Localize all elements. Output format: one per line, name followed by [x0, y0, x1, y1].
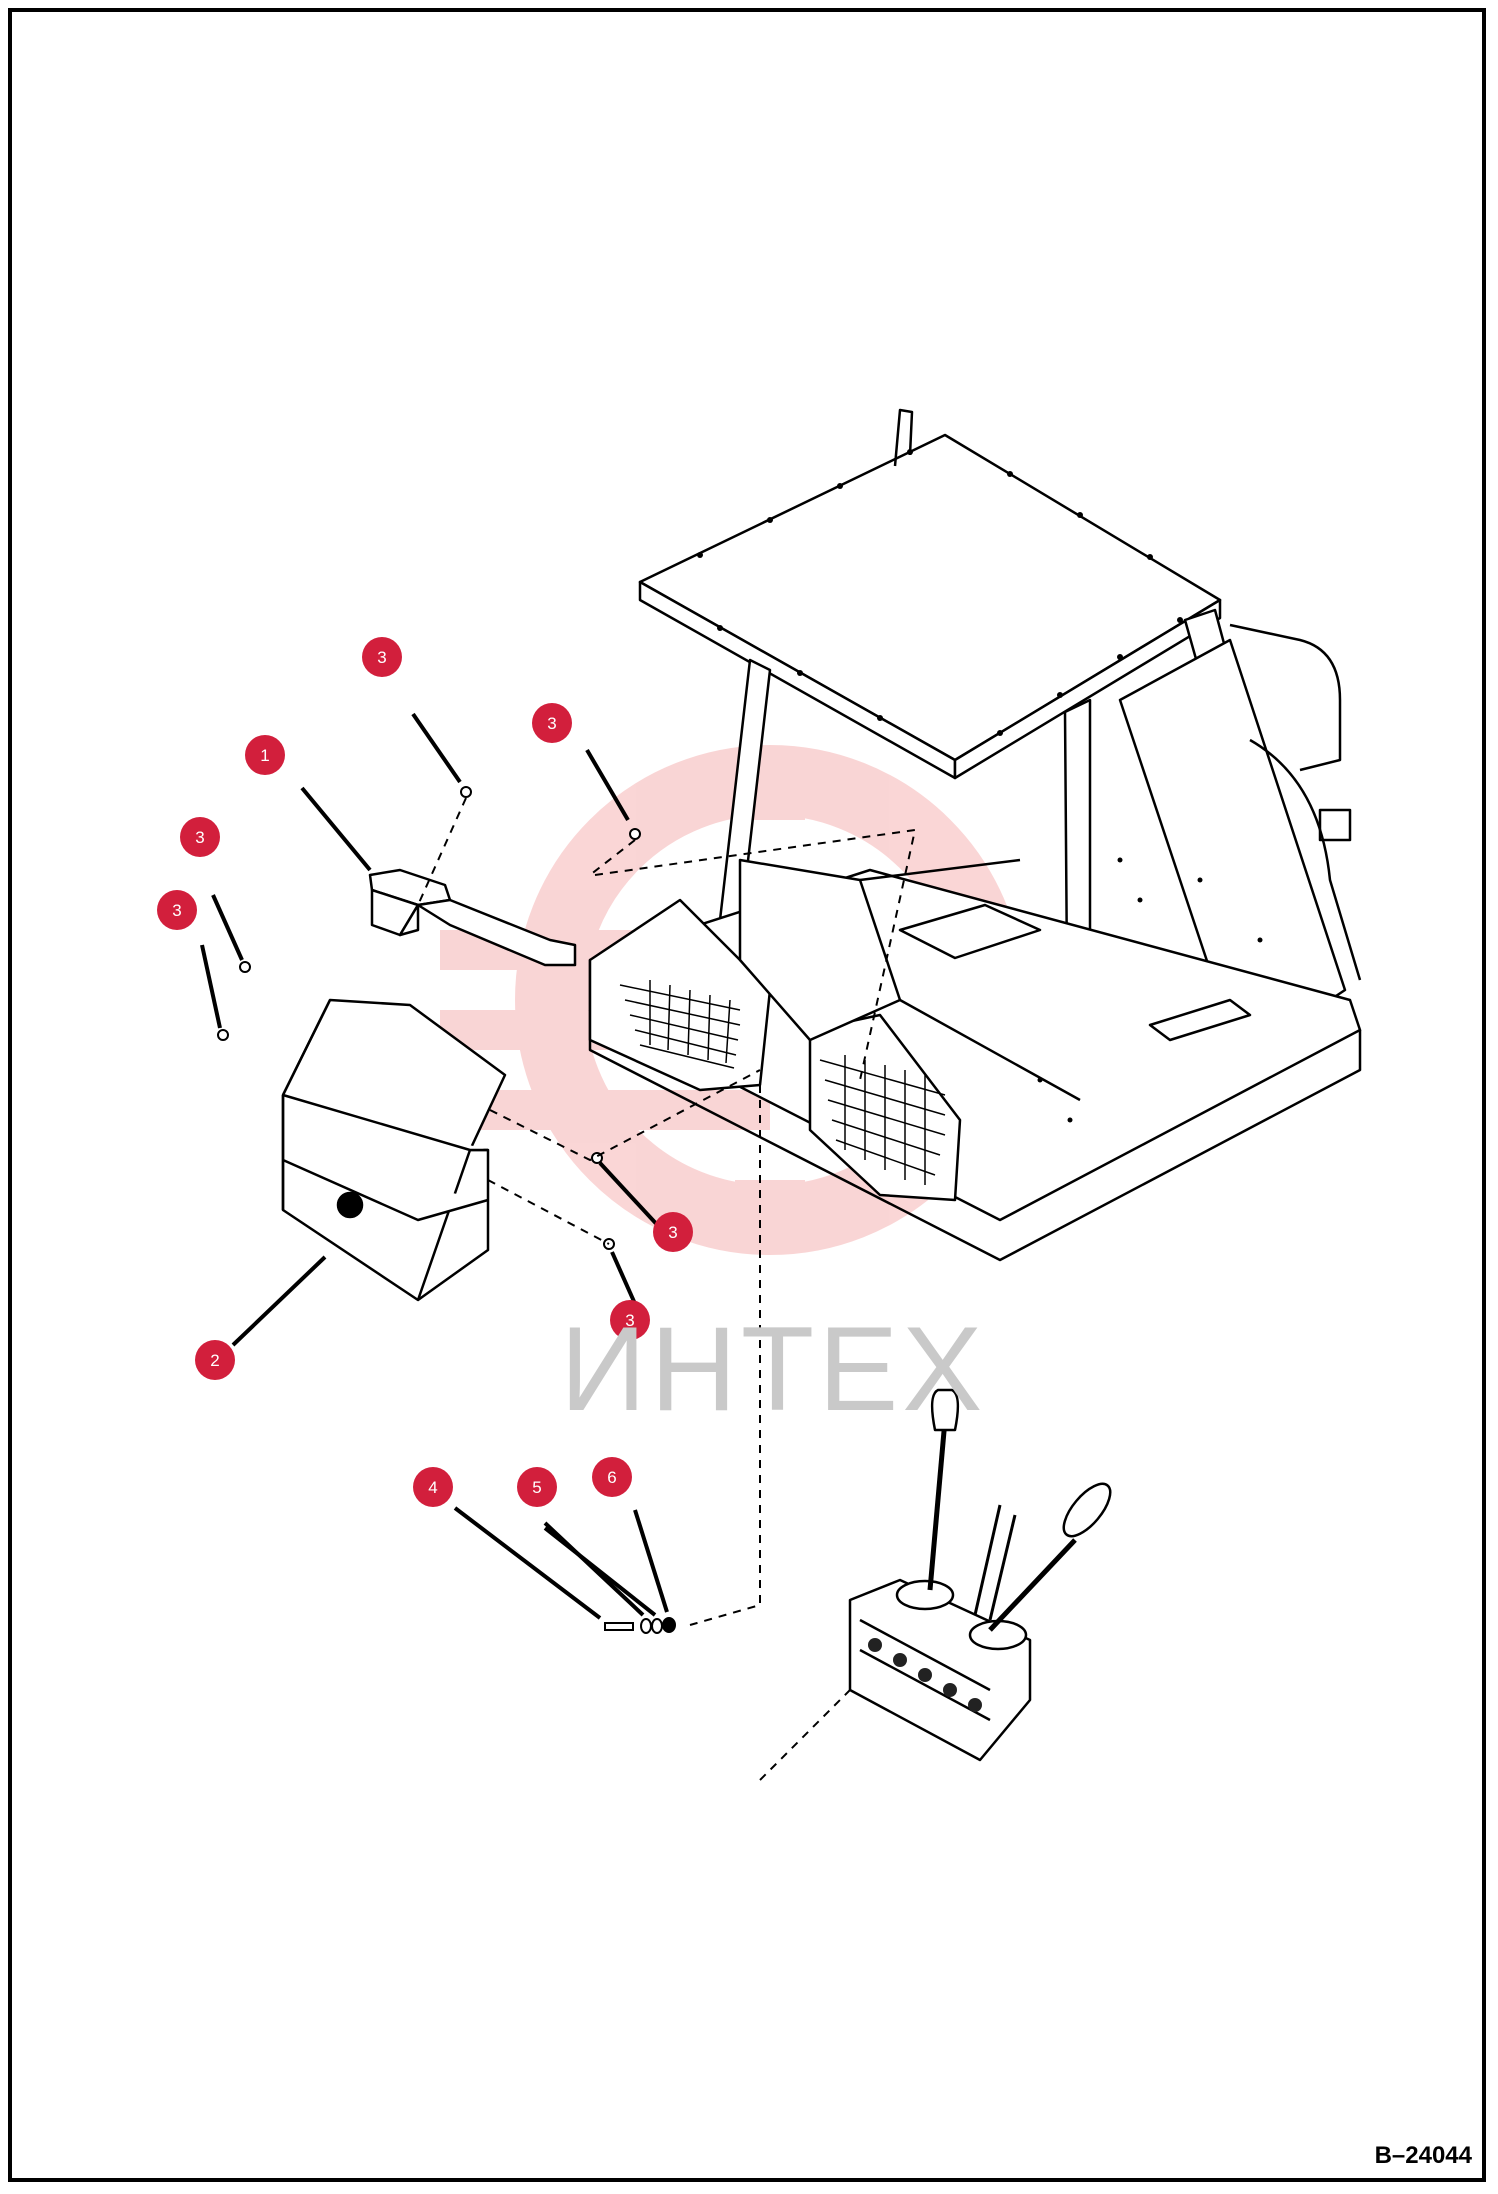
callout-number: 3	[377, 648, 386, 667]
callout-group: 1 2 3 3 3 3 3 3 4 5 6	[157, 637, 693, 1507]
cover-part	[281, 998, 507, 1302]
drawing-number: B–24044	[1374, 2142, 1472, 2169]
callout-nut: 3	[157, 890, 197, 930]
callout-screw: 3	[532, 703, 572, 743]
callout-nut: 3	[180, 817, 220, 857]
fasteners	[217, 786, 676, 1634]
alignment-lines	[417, 797, 917, 1781]
callout-badge	[413, 1467, 453, 1507]
callout-badge	[592, 1457, 632, 1497]
callout-washer: 5	[517, 1467, 557, 1507]
callout-badge	[362, 637, 402, 677]
callout-number: 1	[260, 746, 269, 765]
cab-frame	[588, 408, 1362, 1262]
callout-screw: 3	[362, 637, 402, 677]
callout-badge	[610, 1300, 650, 1340]
callout-badge	[195, 1340, 235, 1380]
callout-badge	[653, 1212, 693, 1252]
callout-screw: 3	[653, 1212, 693, 1252]
callout-number: 3	[547, 714, 556, 733]
control-valve-assembly	[848, 1388, 1112, 1762]
callout-bracket: 1	[245, 735, 285, 775]
callout-badge	[157, 890, 197, 930]
callout-number: 3	[668, 1223, 677, 1242]
callout-number: 3	[172, 901, 181, 920]
callout-number: 4	[428, 1478, 437, 1497]
callout-control-valve-cover: 2	[195, 1340, 235, 1380]
callout-badge	[517, 1467, 557, 1507]
leader-lines	[200, 712, 669, 1620]
callout-number: 3	[195, 828, 204, 847]
callout-badge	[245, 735, 285, 775]
callout-number: 6	[607, 1468, 616, 1487]
drawing-frame	[8, 8, 1486, 2182]
callout-badge	[180, 817, 220, 857]
bracket-part	[368, 868, 577, 967]
callout-screw: 3	[610, 1300, 650, 1340]
callout-badge	[532, 703, 572, 743]
callout-number: 2	[210, 1351, 219, 1370]
callout-bolt: 4	[413, 1467, 453, 1507]
callout-number: 3	[625, 1311, 634, 1330]
callout-number: 5	[532, 1478, 541, 1497]
callout-nut: 6	[592, 1457, 632, 1497]
watermark-text: ИНТЕХ	[560, 1302, 987, 1436]
